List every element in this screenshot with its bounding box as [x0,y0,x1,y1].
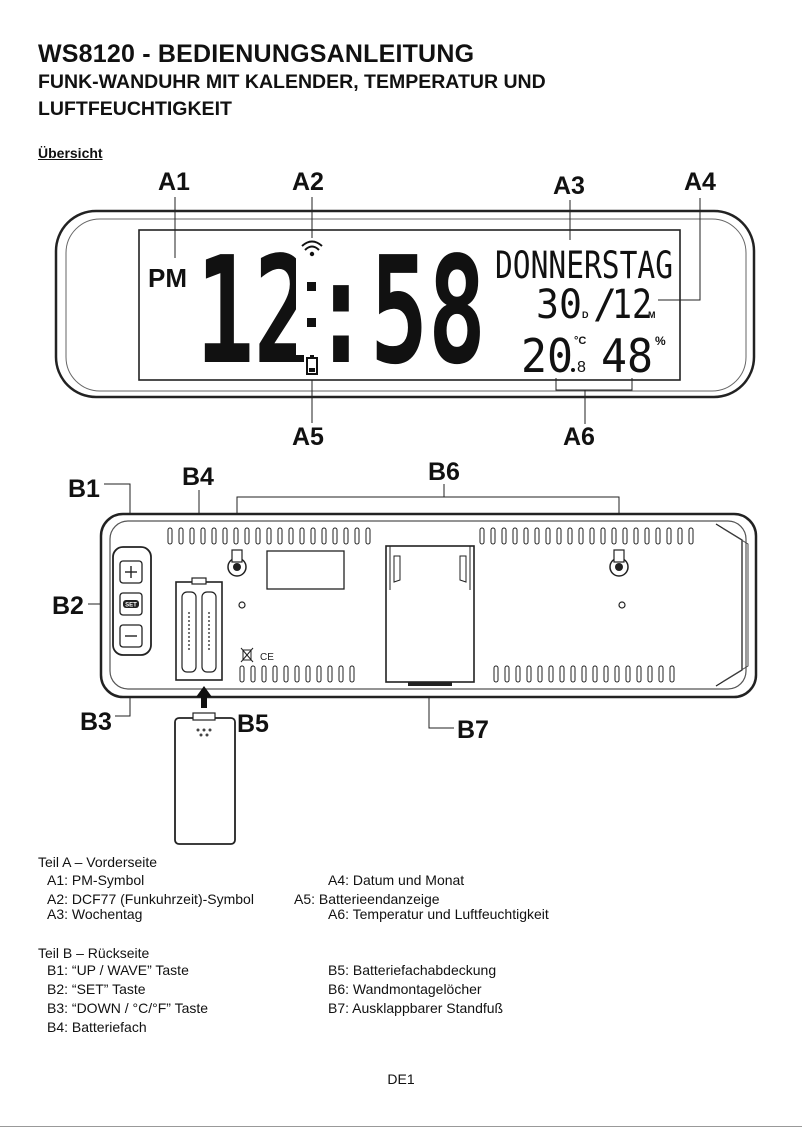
label-a3: A3 [553,172,585,200]
label-a6: A6 [563,423,595,451]
temperature-display: 20 [521,329,573,383]
legend-a3: A3: Wochentag [47,906,143,922]
legend-a2: A2: DCF77 (Funkuhrzeit)-Symbol [47,891,254,907]
up-button-icon [119,560,143,584]
front-view-diagram: PM 12:58 DONNERSTAG 30 D / 12 M 20 °C [54,197,756,424]
legend-a4: A4: Datum und Monat [328,872,465,888]
battery-low-icon [306,355,318,375]
bottom-vents [239,665,675,683]
legend-a6: A6: Temperatur und Luftfeuchtigkeit [328,906,549,922]
date-month: 12 [612,282,652,328]
insert-arrow-icon [196,686,212,708]
page-title: WS8120 - BEDIENUNGSANLEITUNG [38,40,475,68]
legend-part-b-title: Teil B – Rückseite [38,945,150,961]
stand [385,545,475,686]
label-a4: A4 [684,168,716,196]
down-button-icon [119,624,143,648]
page-subtitle: FUNK-WANDUHR MIT KALENDER, TEMPERATUR UN… [38,71,546,120]
temperature-unit: °C [574,335,586,347]
label-b6: B6 [428,458,460,486]
label-a2: A2 [292,168,324,196]
battery-cover [174,712,236,845]
weekday-display: DONNERSTAG [495,244,673,287]
label-b1: B1 [68,475,100,503]
legend-b7: B7: Ausklappbarer Standfuß [328,1000,504,1016]
label-b2: B2 [52,592,84,620]
radio-signal-icon [301,240,323,257]
legend-a1: A1: PM-Symbol [47,872,145,888]
legend-b4: B4: Batteriefach [47,1019,147,1035]
keyhole-left [227,549,247,577]
label-a5: A5 [292,423,324,451]
date-month-marker: M [648,310,656,320]
label-b4: B4 [182,463,214,491]
legend-b1: B1: “UP / WAVE” Taste [47,962,189,978]
section-title: Übersicht [38,145,103,161]
time-display: 12:58 [196,225,486,397]
legend-b2: B2: “SET” Taste [47,981,146,997]
ce-mark-icon: CE [260,652,274,663]
date-day: 30 [536,282,582,328]
legend-part-a-title: Teil A – Vorderseite [38,854,158,870]
top-vents [167,527,694,545]
legend-b6: B6: Wandmontagelöcher [328,981,482,997]
label-b5: B5 [237,710,269,738]
date-day-marker: D [582,310,589,320]
humidity-display: 48 [601,329,653,383]
svg-text:SET: SET [125,603,137,609]
date-separator: / [593,282,617,328]
page-bottom-rule [0,1126,802,1127]
label-b3: B3 [80,708,112,736]
temperature-decimal: 8 [577,359,586,376]
legend-b3: B3: “DOWN / °C/°F” Taste [47,1000,209,1016]
humidity-unit: % [655,334,666,348]
keyhole-right [609,549,629,577]
recycling-bin-icon [240,647,254,663]
pm-indicator: PM [148,263,187,293]
battery-compartment [175,577,223,681]
legend-a5: A5: Batterieendanzeige [294,891,440,907]
legend-b5: B5: Batteriefachabdeckung [328,962,497,978]
set-button-icon: SET [119,592,143,616]
label-b7: B7 [457,716,489,744]
label-a1: A1 [158,168,190,196]
back-view-diagram: SET [88,483,758,845]
page-number: DE1 [387,1071,415,1087]
